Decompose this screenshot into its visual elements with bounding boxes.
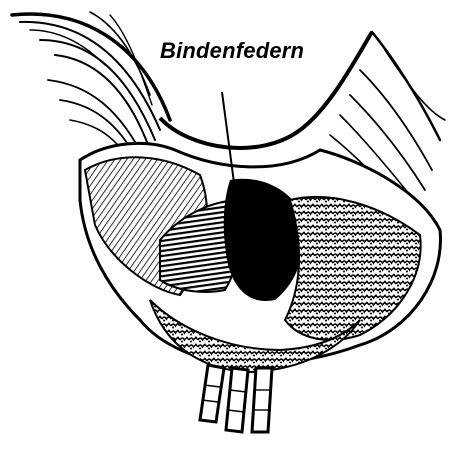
label-bindenfedern: Bindenfedern	[160, 38, 304, 64]
legs	[200, 365, 272, 432]
